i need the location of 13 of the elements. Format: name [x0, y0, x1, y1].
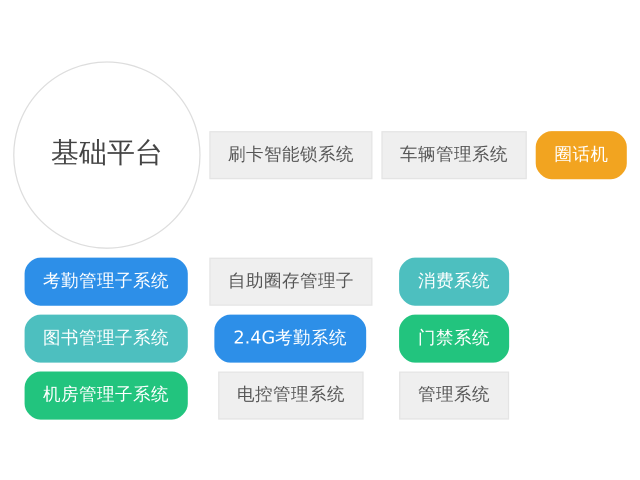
node-box: 考勤管理子系统 — [24, 257, 188, 306]
node-box: 圈话机 — [536, 130, 627, 179]
node-box: 刷卡智能锁系统 — [209, 130, 372, 179]
node-box: 机房管理子系统 — [24, 371, 188, 420]
node-box: 图书管理子系统 — [24, 314, 188, 362]
node-circle: 基础平台 — [13, 60, 201, 248]
node-box: 消费系统 — [399, 257, 510, 306]
node-box: 自助圈存管理子 — [209, 257, 372, 306]
node-box: 门禁系统 — [399, 314, 510, 362]
node-box: 车辆管理系统 — [381, 130, 527, 179]
node-box: 管理系统 — [399, 371, 510, 420]
node-box: 电控管理系统 — [218, 371, 364, 420]
node-box: 2.4G考勤系统 — [214, 314, 366, 362]
